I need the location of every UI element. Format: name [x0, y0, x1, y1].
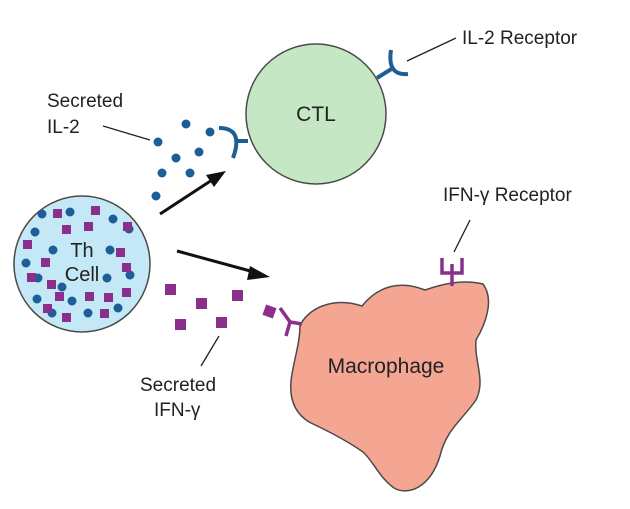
- ifn-receptor-left: [262, 304, 303, 337]
- secreted-ifn-label-line2: IFN-γ: [154, 400, 201, 421]
- il2-receptor-label: IL-2 Receptor: [462, 28, 578, 49]
- secreted-il2-label-line1: Secreted: [47, 91, 123, 112]
- secreted-il2-label-line2: IL-2: [47, 117, 80, 138]
- secreted-ifn-leader-line: [200, 335, 220, 367]
- secreted-ifn-molecules: [165, 284, 243, 330]
- macrophage-label: Macrophage: [328, 355, 445, 378]
- macrophage-body: [289, 281, 490, 492]
- il2-receptor-left: [218, 126, 248, 159]
- ifn-receptor-top: [440, 258, 464, 286]
- th-label-line1: Th: [70, 240, 93, 262]
- th-cell: Th Cell: [13, 195, 151, 333]
- secreted-ifn-label-line1: Secreted: [140, 375, 216, 396]
- macrophage-cell: Macrophage: [289, 281, 490, 492]
- ifn-receptor-leader-line: [453, 219, 471, 253]
- ifn-receptor-label: IFN-γ Receptor: [443, 185, 572, 206]
- th-cell-body: [13, 195, 151, 333]
- arrow-to-macrophage: [176, 249, 270, 280]
- arrow-to-ctl: [159, 171, 226, 216]
- th-label-line2: Cell: [65, 264, 99, 286]
- ctl-cell: CTL: [245, 43, 387, 185]
- il2-receptor-right: [375, 49, 409, 80]
- il2-receptor-leader-line: [406, 37, 457, 62]
- ctl-cell-body: [245, 43, 387, 185]
- secreted-il2-leader-line: [102, 125, 151, 141]
- secreted-il2-molecules: [151, 119, 215, 201]
- bound-ifn-molecule: [262, 304, 277, 319]
- th-ifn-granules: [23, 206, 132, 322]
- ctl-label: CTL: [296, 103, 336, 126]
